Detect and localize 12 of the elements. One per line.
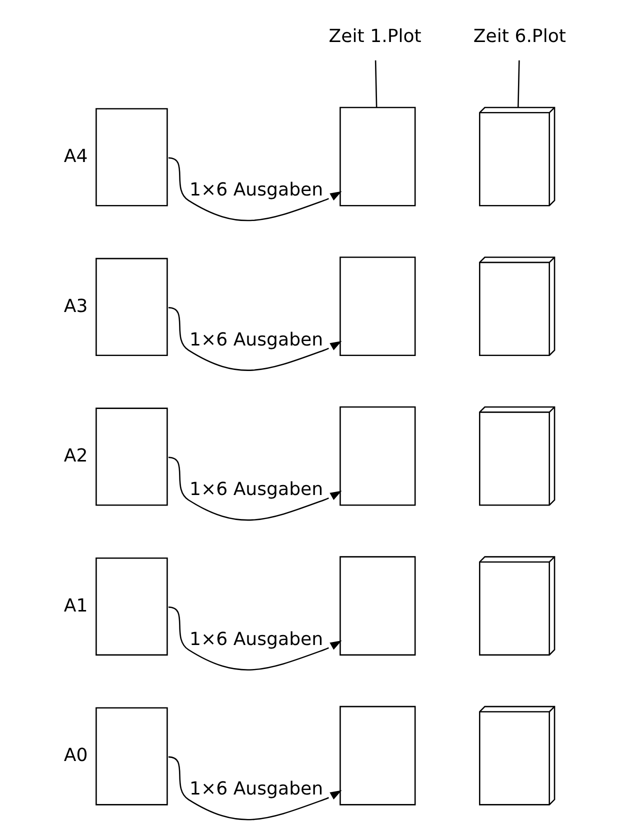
edge-label: 1×6 Ausgaben <box>188 180 323 201</box>
edge-label: 1×6 Ausgaben <box>188 778 323 800</box>
edge-label: 1×6 Ausgaben <box>188 479 323 500</box>
node-label: A1 <box>63 595 88 616</box>
node-label: A0 <box>63 745 88 766</box>
node-text: Zeit 1.Plot <box>328 26 421 47</box>
node-label: A2 <box>63 446 88 467</box>
node-label: A4 <box>63 146 88 167</box>
edge-label: 1×6 Ausgaben <box>188 628 323 650</box>
node-label: A3 <box>63 296 88 317</box>
edge-label: 1×6 Ausgaben <box>188 329 323 350</box>
node-text: Zeit 6.Plot <box>472 26 566 47</box>
